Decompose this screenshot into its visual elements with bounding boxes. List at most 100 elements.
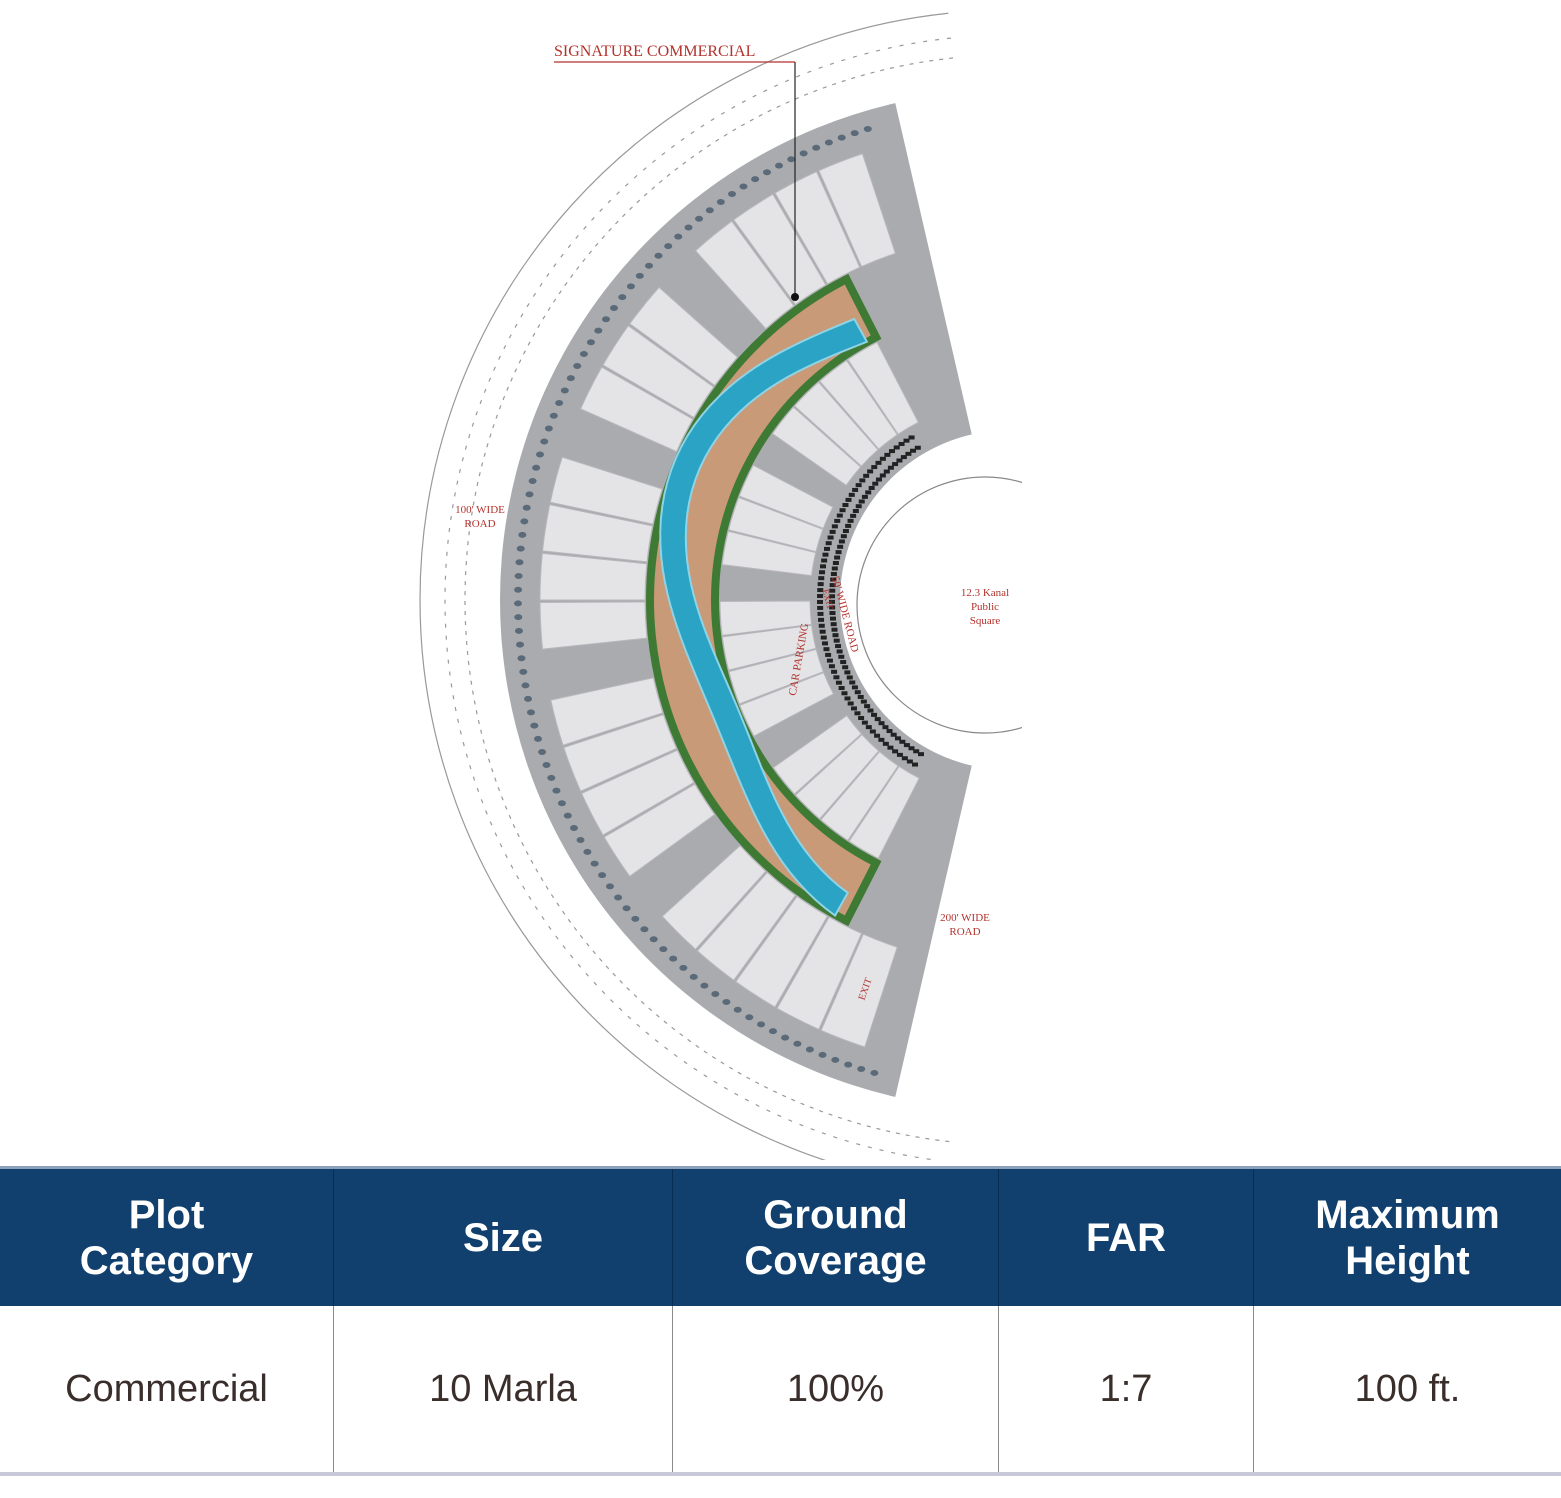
tree-icon xyxy=(517,655,526,662)
plot xyxy=(728,496,824,553)
header-text: Size xyxy=(462,1215,544,1260)
parking-space xyxy=(914,445,921,450)
road-edge-line xyxy=(464,57,954,1143)
parking-space xyxy=(831,566,838,571)
parking-space xyxy=(844,696,851,701)
parking-space xyxy=(863,473,870,478)
tree-icon xyxy=(532,464,541,471)
tree-icon xyxy=(514,572,523,579)
tree-icon xyxy=(583,848,592,855)
parking-space xyxy=(871,712,878,717)
tree-icon xyxy=(530,722,539,729)
parking-space xyxy=(882,725,889,730)
tree-icon xyxy=(728,191,737,198)
tree-icon xyxy=(695,215,704,222)
plot xyxy=(696,871,797,981)
tree-icon xyxy=(640,926,649,933)
tree-icon xyxy=(514,614,523,621)
parking-space xyxy=(846,675,853,680)
plot xyxy=(580,749,695,836)
parking-space xyxy=(871,465,878,470)
header-text: Ground xyxy=(763,1192,908,1237)
tree-icon xyxy=(544,425,553,432)
parking-space xyxy=(834,518,841,523)
parking-space xyxy=(858,716,865,721)
public-square-label-2: Public xyxy=(971,601,999,613)
parking-space xyxy=(882,741,889,746)
parking-space xyxy=(818,617,825,622)
tree-icon xyxy=(566,375,575,382)
parking-space xyxy=(817,611,824,616)
parking-space xyxy=(823,647,830,652)
tree-icon xyxy=(514,586,523,593)
tree-icon xyxy=(586,339,595,346)
parking-space xyxy=(896,458,903,463)
parking-space xyxy=(858,499,865,504)
parking-space xyxy=(851,685,858,690)
cell-ground-coverage: 100% xyxy=(672,1306,999,1476)
parking-space xyxy=(888,449,895,454)
tree-icon xyxy=(781,1034,790,1041)
parking-space xyxy=(857,694,864,699)
tree-icon xyxy=(618,294,627,301)
parking-space xyxy=(833,638,840,643)
tree-icon xyxy=(669,955,678,962)
road-edge-line xyxy=(444,37,952,1160)
plot xyxy=(549,456,663,525)
tree-icon xyxy=(555,400,564,407)
tree-icon xyxy=(557,800,566,807)
parking-space xyxy=(827,535,834,540)
parking-space xyxy=(879,456,886,461)
tree-icon xyxy=(645,262,654,269)
parking-space xyxy=(835,550,842,555)
tree-icon xyxy=(622,905,631,912)
header-far: FAR xyxy=(998,1166,1254,1306)
parking-space xyxy=(828,664,835,669)
parking-space xyxy=(819,570,826,575)
plot xyxy=(539,601,648,650)
parking-space xyxy=(829,611,836,616)
plot xyxy=(820,750,899,842)
parking-space xyxy=(875,460,882,465)
parking-space xyxy=(829,588,836,593)
parking-space xyxy=(837,544,844,549)
parking-space xyxy=(898,441,905,446)
tree-icon xyxy=(757,1021,766,1028)
parking-space xyxy=(834,555,841,560)
plot xyxy=(550,677,664,746)
tree-icon xyxy=(818,1051,827,1058)
tree-icon xyxy=(733,1006,742,1013)
parking-space xyxy=(861,494,868,499)
tree-icon xyxy=(837,134,846,141)
parking-space xyxy=(852,487,859,492)
parking-space xyxy=(850,706,857,711)
parking-space xyxy=(833,675,840,680)
plot xyxy=(563,713,678,792)
tree-icon xyxy=(516,545,525,552)
tree-icon xyxy=(579,351,588,357)
tree-icon xyxy=(542,762,551,769)
tree-icon xyxy=(534,735,543,742)
parking-space xyxy=(879,473,886,478)
parking-space xyxy=(832,633,839,638)
plot xyxy=(771,406,862,486)
road-200-label: 200' WIDE xyxy=(940,912,990,924)
parking-space xyxy=(878,737,885,742)
tree-icon xyxy=(768,1028,777,1035)
tree-icon xyxy=(538,749,547,756)
tree-icon xyxy=(631,915,640,922)
road-100-label-2: ROAD xyxy=(464,518,495,530)
parking-space xyxy=(817,588,824,593)
tree-icon xyxy=(520,518,529,525)
parking-space xyxy=(840,660,847,665)
tree-icon xyxy=(831,1056,840,1063)
parking-space xyxy=(894,736,901,741)
tree-icon xyxy=(614,894,623,901)
parking-space xyxy=(899,739,906,744)
parking-space xyxy=(830,571,837,576)
parking-space xyxy=(867,469,874,474)
tree-icon xyxy=(857,1065,866,1072)
parking-space xyxy=(867,708,874,713)
